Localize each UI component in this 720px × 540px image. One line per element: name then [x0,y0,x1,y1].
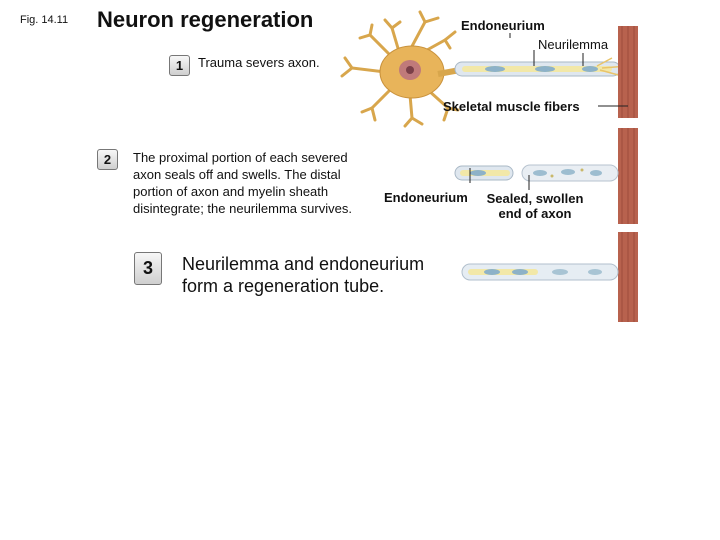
step-2-line: disintegrate; the neurilemma survives. [133,201,352,216]
figure-title: Neuron regeneration [97,7,314,32]
step-2-line: The proximal portion of each severed [133,150,348,165]
step-1-badge: 1 [169,55,190,76]
label-sealed-line: Sealed, swollen [486,191,584,206]
step-3-badge: 3 [134,252,162,285]
step-3-text: Neurilemma and endoneurium form a regene… [182,253,424,297]
axon-step2 [454,164,619,182]
step-2-line: portion of axon and myelin sheath [133,184,329,199]
leader-lines [469,33,628,190]
step-2-line: axon seals off and swells. The distal [133,167,341,182]
step-3-line: form a regeneration tube. [182,276,385,296]
label-endoneurium-mid: Endoneurium [384,190,468,205]
skeletal-muscle-fibers [618,26,638,322]
figure-label: Fig. 14.11 [20,14,69,26]
label-sealed-line: end of axon [498,206,572,221]
axon-step1 [454,57,629,77]
step-1-text: Trauma severs axon. [198,55,320,70]
label-neurilemma: Neurilemma [538,37,609,52]
label-sealed-end: Sealed, swollen end of axon [481,191,589,221]
step-2-badge: 2 [97,149,118,170]
axon-step3 [461,263,619,281]
label-endoneurium-top: Endoneurium [461,18,545,33]
step-3-line: Neurilemma and endoneurium [182,254,425,274]
step-2-text: The proximal portion of each severed axo… [133,149,352,217]
neuron-cell-body [340,10,461,128]
label-skeletal-muscle: Skeletal muscle fibers [443,99,580,114]
